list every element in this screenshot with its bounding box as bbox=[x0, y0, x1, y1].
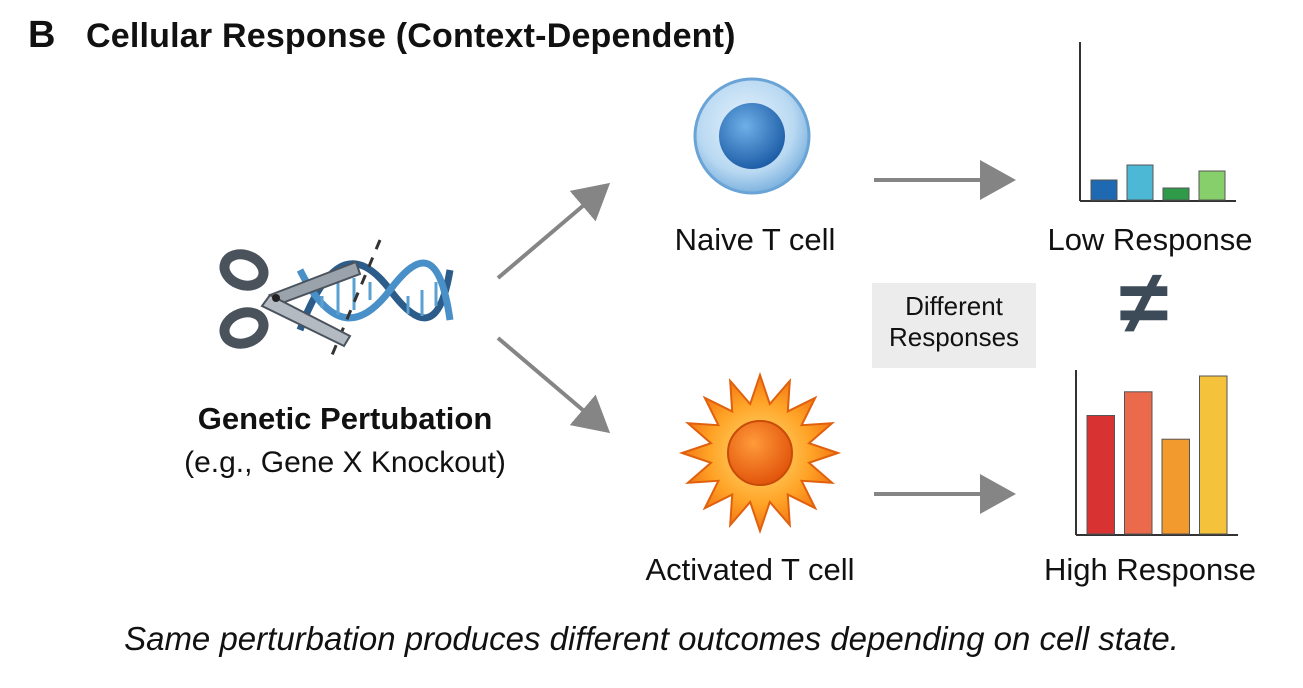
scissors-dna-icon bbox=[219, 239, 454, 361]
high-response-chart bbox=[1075, 370, 1238, 536]
not-equal-icon: ≠ bbox=[1119, 253, 1169, 353]
activated-t-cell-icon bbox=[678, 371, 842, 535]
low-response-chart bbox=[1079, 42, 1236, 202]
low-response-bar-2 bbox=[1126, 164, 1154, 201]
different-responses-line1: Different bbox=[905, 291, 1003, 321]
low-response-label: Low Response bbox=[1047, 222, 1253, 257]
activated-t-cell-label: Activated T cell bbox=[645, 552, 855, 587]
low-response-bar-3 bbox=[1162, 187, 1190, 201]
naive-t-cell-icon bbox=[693, 77, 811, 195]
perturbation-title: Genetic Pertubation bbox=[197, 401, 493, 436]
scissors-icon bbox=[219, 249, 362, 349]
panel-letter: B bbox=[28, 14, 56, 56]
figure-caption: Same perturbation produces different out… bbox=[124, 620, 1179, 657]
high-response-bar-3 bbox=[1161, 438, 1190, 535]
high-response-label: High Response bbox=[1044, 552, 1256, 587]
panel-title: Cellular Response (Context-Dependent) bbox=[86, 17, 736, 55]
different-responses-line2: Responses bbox=[888, 322, 1020, 353]
arrow-to-activated bbox=[496, 336, 611, 434]
low-response-bar-1 bbox=[1090, 179, 1118, 201]
high-response-bar-2 bbox=[1124, 391, 1153, 535]
high-response-bar-4 bbox=[1199, 375, 1228, 535]
naive-t-cell-label: Naive T cell bbox=[674, 222, 836, 257]
dna-helix-icon bbox=[296, 259, 454, 332]
cut-line bbox=[328, 239, 382, 361]
high-response-bar-1 bbox=[1086, 415, 1115, 535]
arrow-to-naive bbox=[496, 182, 611, 280]
low-response-bar-4 bbox=[1198, 170, 1226, 201]
different-responses-box: Different Responses bbox=[872, 283, 1036, 368]
perturbation-subtitle: (e.g., Gene X Knockout) bbox=[184, 446, 506, 479]
